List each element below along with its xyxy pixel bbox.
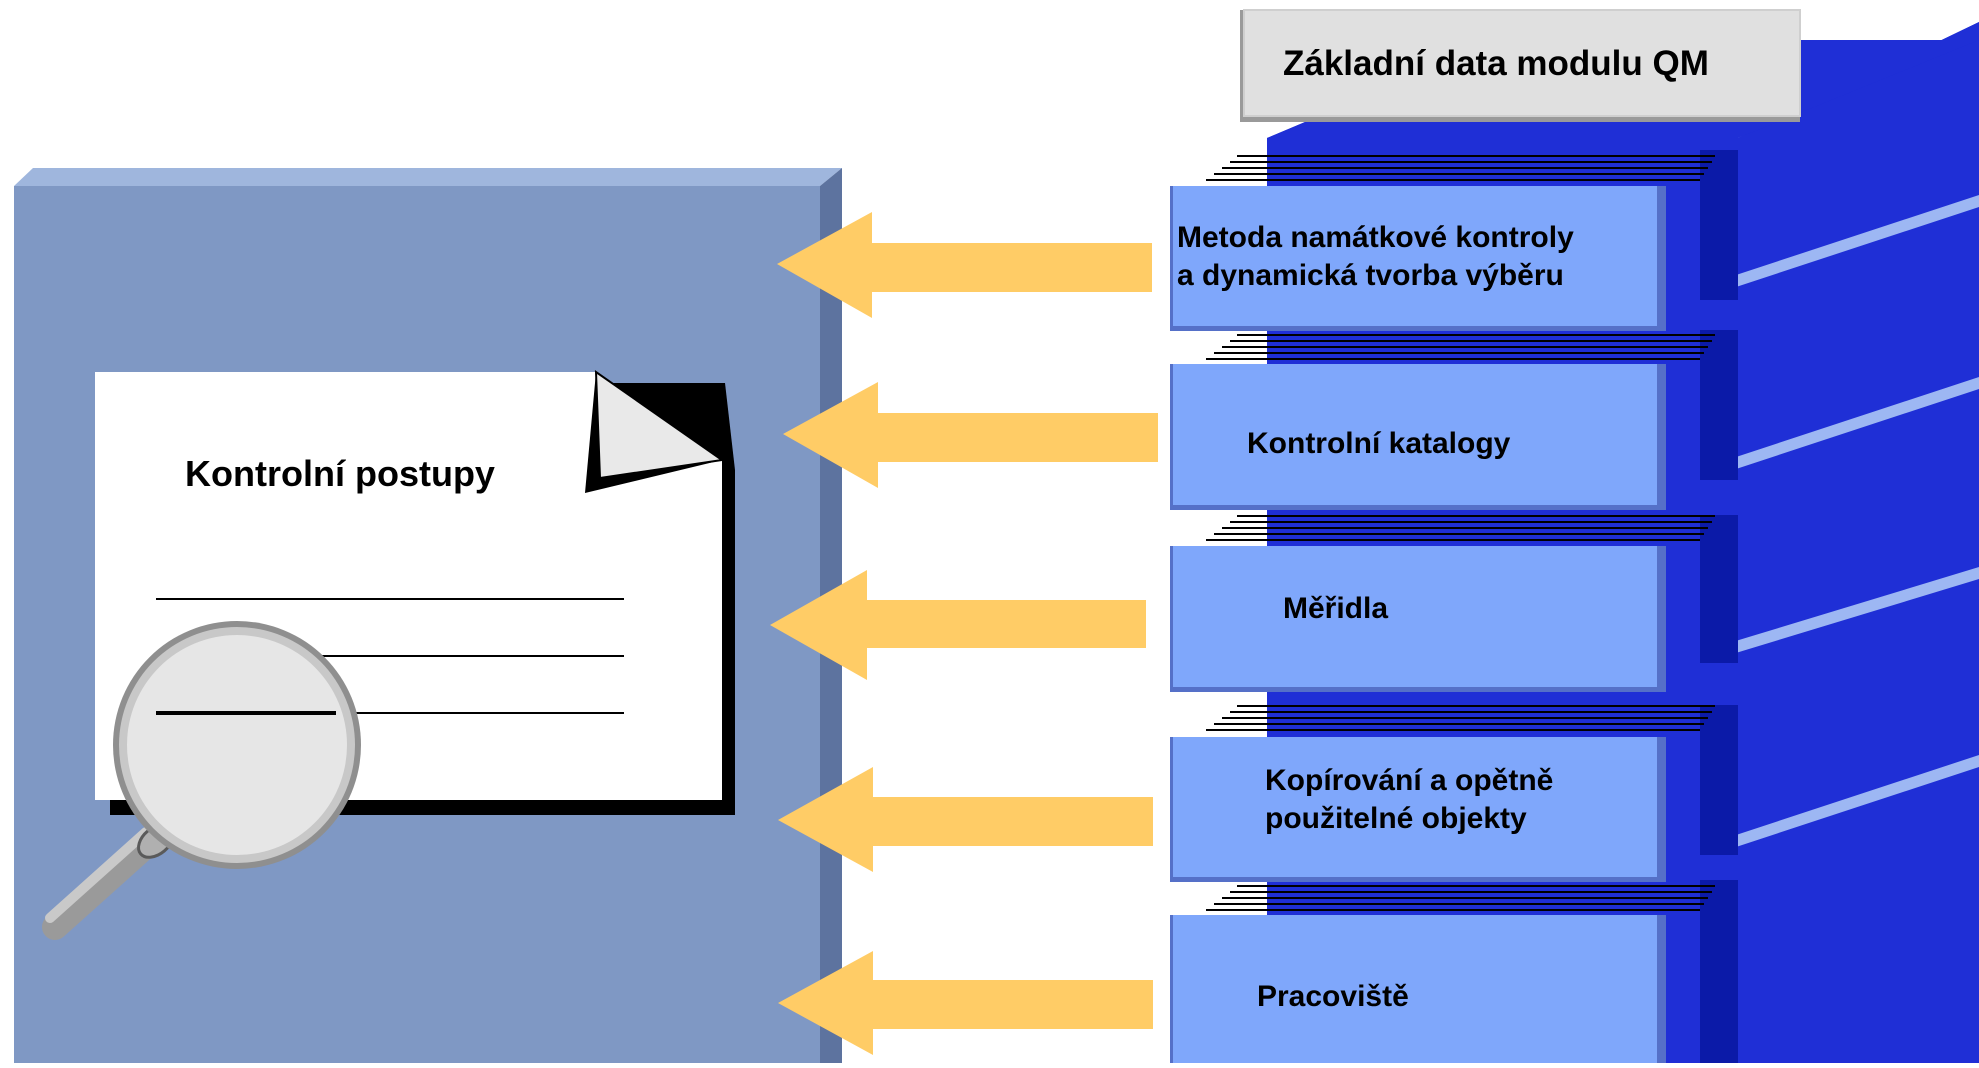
stack-slot bbox=[1700, 515, 1738, 663]
item-label-copying: Kopírování a opětně použitelné objekty bbox=[1265, 762, 1553, 838]
item-label-line: Kopírování a opětně bbox=[1265, 764, 1554, 797]
panel-top-face bbox=[14, 168, 842, 186]
item-boxes bbox=[1170, 186, 1666, 1063]
qm-master-data-stack bbox=[1267, 22, 1979, 1063]
item-box-sampling bbox=[1173, 186, 1657, 326]
stack-separator bbox=[1660, 377, 1979, 494]
magnifier-lens bbox=[127, 635, 347, 855]
item-label-line: Měřidla bbox=[1283, 592, 1389, 625]
stack-right-face bbox=[1738, 22, 1979, 1063]
item-box-copying bbox=[1173, 737, 1657, 877]
qm-master-data-title: Základní data modulu QM bbox=[1283, 44, 1709, 83]
item-label-catalogs: Kontrolní katalogy bbox=[1247, 425, 1510, 463]
arrows bbox=[770, 212, 1158, 1055]
item-label-sampling: Metoda namátkové kontroly a dynamická tv… bbox=[1177, 219, 1574, 295]
stack-separator bbox=[1660, 567, 1979, 676]
stack-separator bbox=[1660, 195, 1979, 312]
stack-slot bbox=[1700, 150, 1738, 300]
stack-slot bbox=[1700, 330, 1738, 480]
title-box bbox=[1240, 9, 1801, 122]
magnifier-handle-highlight bbox=[45, 827, 151, 923]
stack-slot bbox=[1700, 880, 1738, 1063]
item-label-line: a dynamická tvorba výběru bbox=[1177, 259, 1564, 292]
arrow-left-icon bbox=[778, 951, 1153, 1055]
arrow-left-icon bbox=[770, 570, 1146, 680]
magnifier-icon bbox=[42, 621, 361, 940]
arrow-left-icon bbox=[778, 767, 1153, 872]
item-label-line: Metoda namátkové kontroly bbox=[1177, 221, 1574, 254]
item-box-gauges bbox=[1173, 546, 1657, 687]
magnifier-handle bbox=[42, 827, 165, 940]
item-label-gauges: Měřidla bbox=[1283, 590, 1388, 628]
arrow-left-icon bbox=[777, 212, 1152, 318]
title-box-face bbox=[1243, 9, 1801, 117]
item-label-workcenter: Pracoviště bbox=[1257, 978, 1409, 1016]
stack-separator bbox=[1660, 755, 1979, 872]
item-label-line: použitelné objekty bbox=[1265, 802, 1527, 835]
stack-slot bbox=[1700, 705, 1738, 855]
item-label-line: Kontrolní katalogy bbox=[1247, 427, 1511, 460]
page-edges bbox=[1206, 155, 1715, 911]
document-title: Kontrolní postupy bbox=[185, 453, 495, 494]
item-box-workcenter bbox=[1173, 915, 1657, 1063]
arrow-left-icon bbox=[783, 382, 1158, 488]
item-label-line: Pracoviště bbox=[1257, 980, 1409, 1013]
document-fold bbox=[594, 370, 725, 480]
item-box-catalogs bbox=[1173, 364, 1657, 505]
